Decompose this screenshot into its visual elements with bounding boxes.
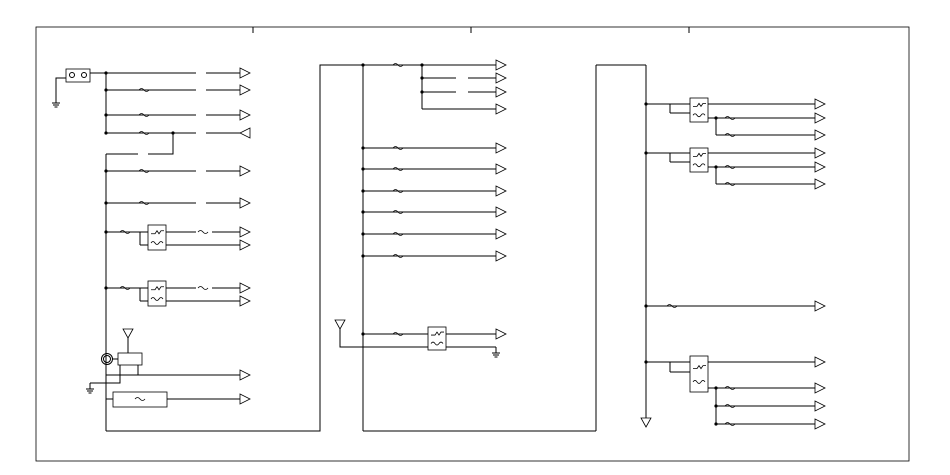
output-arrow xyxy=(814,400,826,412)
fuse-symbol xyxy=(724,116,736,120)
antenna-arrow xyxy=(334,319,346,330)
output-arrow xyxy=(814,161,826,173)
relay-box xyxy=(689,147,709,173)
output-arrow xyxy=(495,328,507,340)
relay-coil xyxy=(150,297,164,301)
output-arrow xyxy=(239,197,251,209)
wire xyxy=(339,329,428,348)
output-arrow xyxy=(495,250,507,262)
junction-dot xyxy=(361,63,365,67)
input-arrow xyxy=(239,127,251,139)
fuse-symbol xyxy=(197,286,209,290)
wire xyxy=(90,365,121,384)
output-arrow xyxy=(239,165,251,177)
switch-knob-inner xyxy=(103,355,111,363)
wire xyxy=(106,64,363,432)
relay-box xyxy=(689,97,709,123)
fuse-symbol xyxy=(666,304,678,308)
fuse-symbol xyxy=(724,165,736,169)
ignition-switch xyxy=(117,352,143,366)
relay-coil xyxy=(692,163,706,168)
output-arrow xyxy=(495,206,507,218)
output-arrow xyxy=(239,393,251,405)
output-arrow xyxy=(814,382,826,394)
fuse-symbol xyxy=(138,169,150,173)
fuse-symbol xyxy=(197,230,209,234)
output-arrow xyxy=(495,185,507,197)
fuse-symbol xyxy=(392,232,404,236)
output-arrow xyxy=(814,147,826,159)
output-arrow xyxy=(814,129,826,141)
fuse-symbol xyxy=(134,397,146,401)
wire xyxy=(55,77,66,97)
relay-box xyxy=(147,224,167,251)
terminal-post xyxy=(69,72,75,78)
relay-contact xyxy=(431,331,444,336)
fuse-symbol xyxy=(724,182,736,186)
output-arrow xyxy=(239,282,251,294)
output-arrow xyxy=(239,109,251,121)
fuse-symbol xyxy=(119,286,131,290)
fuse-symbol xyxy=(392,167,404,171)
fuse-symbol xyxy=(724,404,736,408)
output-arrow xyxy=(814,112,826,124)
relay-coil xyxy=(430,341,444,346)
circuit-layer xyxy=(52,59,826,432)
output-arrow xyxy=(814,356,826,368)
fuse-symbol xyxy=(138,131,150,135)
fuse-symbol xyxy=(119,230,131,234)
fuse-symbol xyxy=(724,133,736,137)
output-arrow xyxy=(495,103,507,115)
relay-coil xyxy=(692,380,706,384)
output-arrow xyxy=(814,98,826,110)
output-arrow xyxy=(495,59,507,71)
fuse-symbol xyxy=(392,210,404,214)
relay-contact xyxy=(693,102,706,108)
terminal-post xyxy=(81,72,87,78)
relay-contact xyxy=(693,152,706,158)
antenna-arrow xyxy=(640,417,652,428)
output-arrow xyxy=(239,369,251,381)
fuse-symbol xyxy=(392,332,404,336)
fuse-symbol xyxy=(392,63,404,67)
fuse-symbol xyxy=(392,189,404,193)
fuse-symbol xyxy=(138,113,150,117)
output-arrow xyxy=(495,86,507,98)
output-arrow xyxy=(239,295,251,307)
output-arrow xyxy=(814,300,826,312)
fuse-symbol xyxy=(138,201,150,205)
relay-box xyxy=(147,280,167,307)
relay-coil xyxy=(150,241,164,245)
antenna-arrow xyxy=(122,328,134,339)
output-arrow xyxy=(495,72,507,84)
relay-coil xyxy=(692,113,706,118)
output-arrow xyxy=(495,142,507,154)
output-arrow xyxy=(814,178,826,190)
output-arrow xyxy=(239,84,251,96)
output-arrow xyxy=(239,67,251,79)
relay-box xyxy=(427,326,447,351)
drawing-frame xyxy=(35,26,910,462)
output-arrow xyxy=(239,239,251,251)
relay-contact xyxy=(151,286,164,291)
fuse-symbol xyxy=(724,386,736,390)
output-arrow xyxy=(495,163,507,175)
relay-contact xyxy=(693,364,706,370)
relay-box xyxy=(689,355,709,393)
output-arrow xyxy=(239,226,251,238)
fuse-symbol xyxy=(138,88,150,92)
output-arrow xyxy=(495,228,507,240)
fuse-symbol xyxy=(724,422,736,426)
fuse-symbol xyxy=(392,254,404,258)
junction-dot xyxy=(104,71,108,75)
fuse-symbol xyxy=(392,146,404,150)
output-arrow xyxy=(814,418,826,430)
relay-contact xyxy=(151,230,164,235)
wire xyxy=(148,133,174,155)
